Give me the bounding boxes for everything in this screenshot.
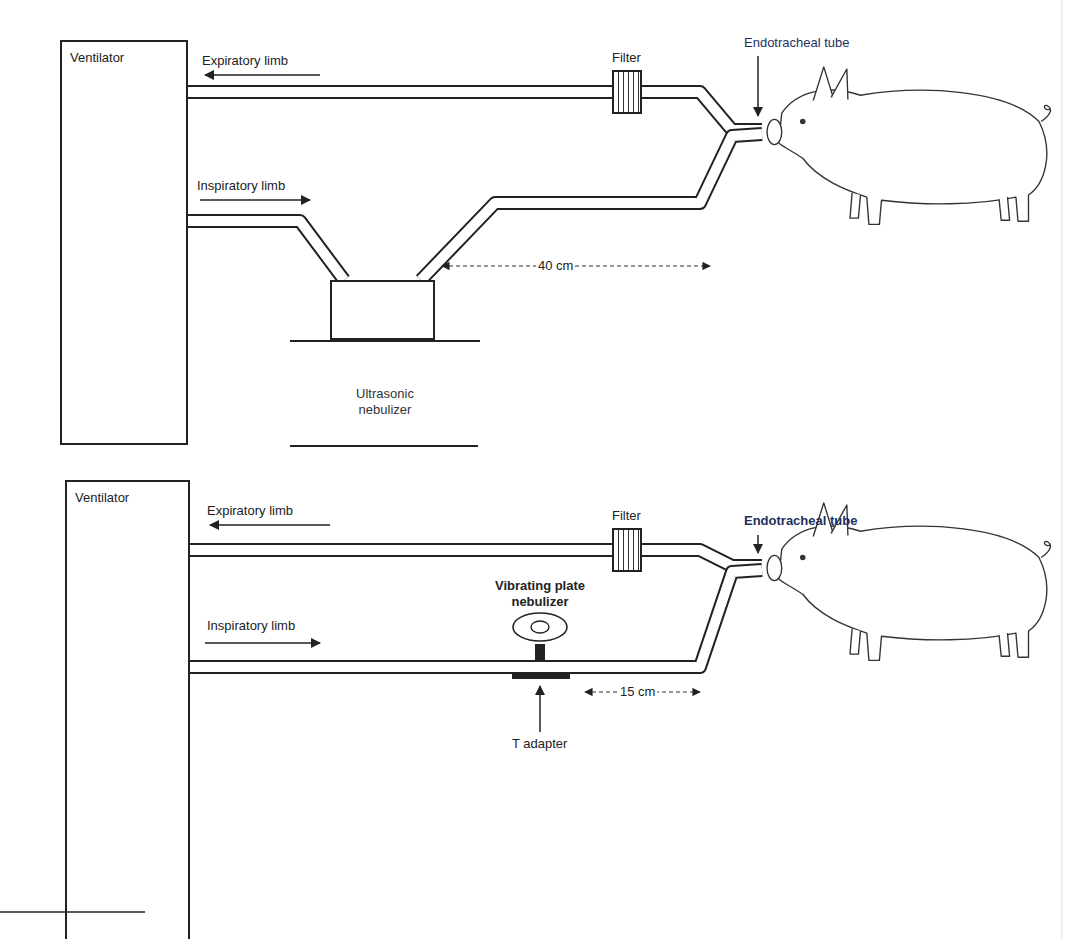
text-label: Inspiratory limb bbox=[195, 178, 287, 194]
nebulizer: Ultrasonic nebulizer bbox=[290, 280, 480, 418]
text-label: Endotracheal tube bbox=[742, 35, 852, 51]
node-text: Ventilator bbox=[67, 482, 188, 514]
filter: Filter bbox=[612, 50, 658, 114]
nebulizer: Vibrating plate nebulizer bbox=[485, 578, 595, 644]
nebulizer-box bbox=[330, 280, 435, 340]
filter-body bbox=[612, 70, 642, 114]
node-text: Ventilator bbox=[62, 42, 186, 74]
shelf-line bbox=[290, 340, 480, 342]
text-label: Expiratory limb bbox=[200, 53, 290, 69]
node-text: Filter bbox=[612, 508, 658, 524]
tube-connector bbox=[188, 221, 344, 280]
filter: Filter bbox=[612, 508, 658, 572]
node-text: Vibrating plate nebulizer bbox=[485, 578, 595, 610]
text-label: 15 cm bbox=[618, 684, 657, 700]
ventilator-box: Ventilator bbox=[60, 40, 188, 445]
text-label: 40 cm bbox=[536, 258, 575, 274]
vibrating-plate-symbol bbox=[485, 610, 595, 644]
ventilator-box: Ventilator bbox=[65, 480, 190, 939]
tube-connector bbox=[188, 92, 612, 93]
text-label: Endotracheal tube bbox=[742, 513, 859, 529]
node-text: Filter bbox=[612, 50, 658, 66]
filter-body bbox=[612, 528, 642, 572]
tube-connector bbox=[190, 550, 612, 551]
node-text: Ultrasonic nebulizer bbox=[330, 386, 440, 418]
text-label: Expiratory limb bbox=[205, 503, 295, 519]
text-label: Inspiratory limb bbox=[205, 618, 297, 634]
text-label: T adapter bbox=[510, 736, 569, 752]
